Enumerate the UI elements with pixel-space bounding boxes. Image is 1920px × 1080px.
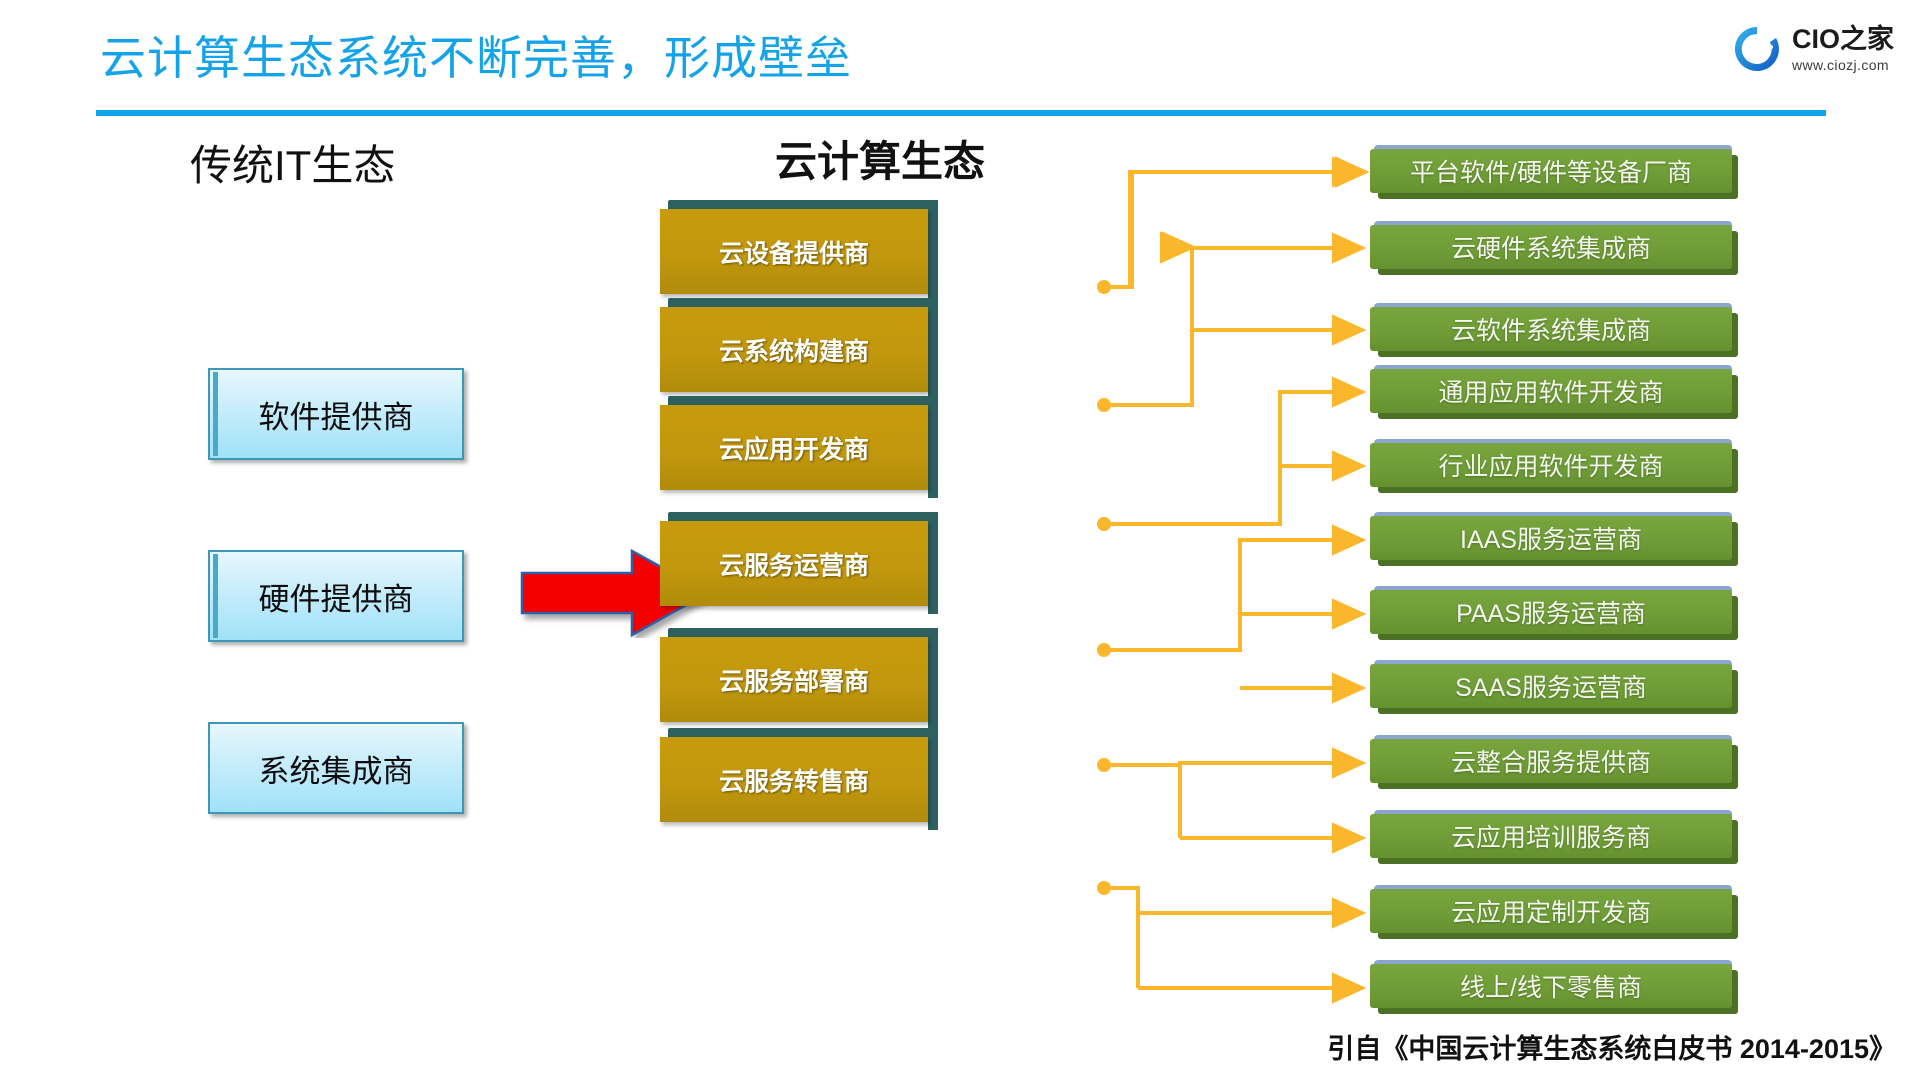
role-box-general-app-dev[interactable]: 通用应用软件开发商	[1370, 365, 1738, 419]
role-box-label: 通用应用软件开发商	[1438, 379, 1664, 407]
legacy-box-label: 软件提供商	[258, 399, 414, 435]
role-box-label: SAAS服务运营商	[1455, 674, 1647, 702]
cloud-box-service-operator[interactable]: 云服务运营商	[660, 512, 938, 614]
gold-bevel-right	[928, 298, 938, 400]
connector-junction-dots	[1097, 280, 1111, 895]
gold-bevel-right	[928, 200, 938, 302]
gold-face: 云系统构建商	[660, 307, 928, 392]
logo-url: www.ciozj.com	[1791, 57, 1889, 73]
gold-bevel-top	[668, 512, 938, 521]
cloud-box-label: 云设备提供商	[718, 239, 869, 268]
role-box-saas-operator[interactable]: SAAS服务运营商	[1370, 660, 1738, 714]
role-box-label: 云应用培训服务商	[1450, 824, 1651, 852]
gold-bevel-right	[928, 628, 938, 730]
green-face: 通用应用软件开发商	[1370, 369, 1732, 413]
role-box-label: PAAS服务运营商	[1456, 600, 1646, 628]
title-underline-rule	[96, 110, 1826, 116]
green-top-bevel	[1374, 735, 1732, 741]
brand-logo: CIO之家 www.ciozj.com	[1732, 24, 1894, 74]
role-box-label: 行业应用软件开发商	[1438, 453, 1664, 481]
role-box-label: 云硬件系统集成商	[1450, 235, 1651, 263]
role-box-paas-operator[interactable]: PAAS服务运营商	[1370, 586, 1738, 640]
logo-name: CIO之家	[1791, 24, 1894, 54]
green-face: PAAS服务运营商	[1370, 590, 1732, 634]
green-top-bevel	[1374, 439, 1732, 445]
cloud-box-label: 云服务部署商	[718, 667, 869, 696]
green-face: 线上/线下零售商	[1370, 964, 1732, 1008]
green-top-bevel	[1374, 960, 1732, 966]
role-box-label: IAAS服务运营商	[1460, 526, 1642, 554]
cloud-box-label: 云服务运营商	[718, 551, 869, 580]
cloud-box-device-provider[interactable]: 云设备提供商	[660, 200, 938, 302]
role-box-custom-dev[interactable]: 云应用定制开发商	[1370, 885, 1738, 939]
role-box-sw-integrator[interactable]: 云软件系统集成商	[1370, 303, 1738, 357]
cloud-box-label: 云系统构建商	[718, 337, 869, 366]
page-title: 云计算生态系统不断完善，形成壁垒	[100, 32, 852, 84]
gold-face: 云设备提供商	[660, 209, 928, 294]
green-face: IAAS服务运营商	[1370, 516, 1732, 560]
legacy-box-software[interactable]: 软件提供商	[208, 368, 464, 460]
legacy-box-label: 硬件提供商	[258, 581, 414, 617]
gold-bevel-right	[928, 396, 938, 498]
green-top-bevel	[1374, 303, 1732, 309]
gold-bevel-top	[668, 298, 938, 307]
legacy-box-hardware[interactable]: 硬件提供商	[208, 550, 464, 642]
gold-bevel-right	[928, 512, 938, 614]
legacy-column-heading: 传统IT生态	[190, 142, 396, 189]
green-top-bevel	[1374, 145, 1732, 151]
role-box-hw-integrator[interactable]: 云硬件系统集成商	[1370, 221, 1738, 275]
cio-circle-icon	[1732, 24, 1782, 74]
role-box-retailer[interactable]: 线上/线下零售商	[1370, 960, 1738, 1014]
role-box-label: 平台软件/硬件等设备厂商	[1410, 159, 1692, 187]
gold-bevel-top	[668, 396, 938, 405]
green-top-bevel	[1374, 810, 1732, 816]
cloud-box-label: 云服务转售商	[718, 767, 869, 796]
green-top-bevel	[1374, 586, 1732, 592]
gold-bevel-top	[668, 200, 938, 209]
green-top-bevel	[1374, 885, 1732, 891]
green-face: 云整合服务提供商	[1370, 739, 1732, 783]
green-face: 平台软件/硬件等设备厂商	[1370, 149, 1732, 193]
role-box-training-service[interactable]: 云应用培训服务商	[1370, 810, 1738, 864]
green-face: 云应用定制开发商	[1370, 889, 1732, 933]
green-top-bevel	[1374, 221, 1732, 227]
logo-text-block: CIO之家 www.ciozj.com	[1791, 24, 1894, 73]
green-top-bevel	[1374, 660, 1732, 666]
legacy-box-label: 系统集成商	[258, 753, 414, 789]
cloud-box-service-deployer[interactable]: 云服务部署商	[660, 628, 938, 730]
gold-face: 云应用开发商	[660, 405, 928, 490]
gold-face: 云服务部署商	[660, 637, 928, 722]
green-face: 云软件系统集成商	[1370, 307, 1732, 351]
role-box-label: 云应用定制开发商	[1450, 899, 1651, 927]
role-box-industry-app-dev[interactable]: 行业应用软件开发商	[1370, 439, 1738, 493]
green-face: 行业应用软件开发商	[1370, 443, 1732, 487]
role-box-label: 线上/线下零售商	[1460, 974, 1642, 1002]
cloud-box-service-reseller[interactable]: 云服务转售商	[660, 728, 938, 830]
green-face: 云应用培训服务商	[1370, 814, 1732, 858]
role-box-label: 云整合服务提供商	[1450, 749, 1651, 777]
gold-bevel-top	[668, 728, 938, 737]
green-face: 云硬件系统集成商	[1370, 225, 1732, 269]
cloud-column-heading: 云计算生态	[775, 138, 986, 185]
gold-bevel-top	[668, 628, 938, 637]
gold-bevel-right	[928, 728, 938, 830]
gold-face: 云服务转售商	[660, 737, 928, 822]
role-box-iaas-operator[interactable]: IAAS服务运营商	[1370, 512, 1738, 566]
citation-footer: 引自《中国云计算生态系统白皮书 2014-2015》	[1327, 1034, 1896, 1064]
cloud-box-label: 云应用开发商	[718, 435, 869, 464]
cloud-box-system-builder[interactable]: 云系统构建商	[660, 298, 938, 400]
green-top-bevel	[1374, 512, 1732, 518]
green-face: SAAS服务运营商	[1370, 664, 1732, 708]
cloud-box-app-developer[interactable]: 云应用开发商	[660, 396, 938, 498]
gold-face: 云服务运营商	[660, 521, 928, 606]
role-box-label: 云软件系统集成商	[1450, 317, 1651, 345]
role-box-platform-vendor[interactable]: 平台软件/硬件等设备厂商	[1370, 145, 1738, 199]
role-box-integration-service[interactable]: 云整合服务提供商	[1370, 735, 1738, 789]
green-top-bevel	[1374, 365, 1732, 371]
legacy-box-integration[interactable]: 系统集成商	[208, 722, 464, 814]
